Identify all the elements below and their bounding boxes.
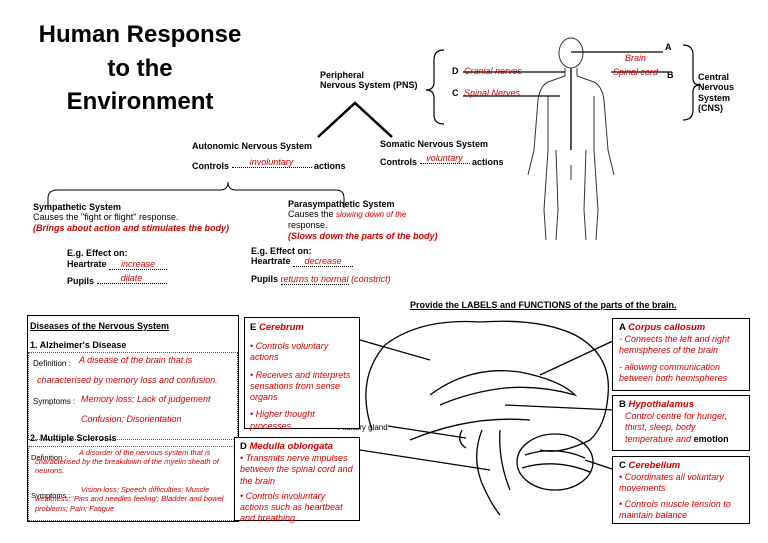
autonomic-controls-label: Controls <box>192 161 229 171</box>
parasympathetic-heartrate-label: Heartrate <box>251 256 291 266</box>
autonomic-actions-label: actions <box>314 161 346 171</box>
title-line-1: Human Response <box>38 21 242 48</box>
spinal-cord-answer: Spinal cord <box>613 67 659 77</box>
parasympathetic-desc-answer: slowing down of the <box>336 210 407 220</box>
human-body-figure <box>527 37 615 241</box>
box-d-letter: D <box>240 441 247 452</box>
cranial-nerves-answer: Cranial nerves <box>464 66 523 76</box>
box-a-point-1: - Connects the left and right hemisphere… <box>619 334 730 356</box>
box-cerebellum: C Cerebellum • Coordinates all voluntary… <box>612 456 750 524</box>
box-corpus-callosum: A Corpus callosum - Connects the left an… <box>612 318 750 391</box>
sympathetic-title: Sympathetic System <box>33 202 122 212</box>
parasympathetic-desc2: response. <box>288 220 328 231</box>
disease-1-def: A disease of the brain that is <box>79 355 193 365</box>
label-D: D <box>452 66 459 76</box>
box-e-point-1: Controls voluntary actions <box>250 341 329 363</box>
autonomic-controls: Controls involuntary actions <box>192 157 346 172</box>
box-d-point-2: Controls involuntary actions such as hea… <box>240 490 343 524</box>
box-b-name: Hypothalamus <box>628 399 694 410</box>
disease-2-title: 2. Multiple Sclerosis <box>30 433 117 443</box>
box-e-letter: E <box>250 322 257 333</box>
box-b-text-bold: emotion <box>693 433 729 444</box>
brain-answer: Brain <box>625 53 647 63</box>
pituitary-label: Pituitary gland <box>337 423 388 432</box>
box-c-letter: C <box>619 460 626 471</box>
cns-label: Central Nervous System (CNS) <box>698 72 735 114</box>
spinal-nerves-answer: Spinal Nerves <box>464 88 521 98</box>
label-B: B <box>667 70 674 80</box>
disease-1-def-2: characterised by memory loss and confusi… <box>37 375 218 385</box>
title-line-3: Environment <box>66 88 214 116</box>
sympathetic-heartrate-answer: increase <box>109 259 168 271</box>
parasympathetic-note: (Slows down the parts of the body) <box>288 230 438 241</box>
title-line-2: to the <box>107 54 173 82</box>
disease-2-sym: Vision loss; Speech difficulties; Muscle… <box>35 485 224 513</box>
box-cerebrum: E Cerebrum • Controls voluntary actions … <box>244 317 360 431</box>
disease-1-sym: Memory loss; Lack of judgement <box>81 394 211 404</box>
disease-2-sym-label: Symptoms : <box>31 491 71 500</box>
diseases-box: Diseases of the Nervous System 1. Alzhei… <box>27 315 239 522</box>
sympathetic-heartrate-label: Heartrate <box>67 259 107 269</box>
autonomic-title: Autonomic Nervous System <box>192 141 313 151</box>
parasympathetic-pupils-answer: returns to normal <box>280 274 349 286</box>
parasympathetic-heartrate-answer: decrease <box>293 256 354 268</box>
disease-1-sym-label: Symptoms : <box>33 397 76 406</box>
sympathetic-pupils-answer: dilate <box>96 273 167 285</box>
parasympathetic-pupils: Pupils returns to normal (constrict) <box>251 274 391 286</box>
parasympathetic-pupils-extra: (constrict) <box>351 274 391 284</box>
box-a-letter: A <box>619 322 626 333</box>
pns-label: Peripheral Nervous System (PNS) <box>320 70 418 91</box>
box-e-name: Cerebrum <box>258 322 304 333</box>
somatic-actions-label: actions <box>472 157 504 167</box>
page-title: Human Response to the Environment <box>20 18 260 119</box>
box-c-point-2: Controls muscle tension to maintain bala… <box>619 498 731 520</box>
box-e-point-2: Receives and interprets sensations from … <box>250 369 351 403</box>
disease-2-def-label: Definition : <box>31 453 67 462</box>
somatic-answer: voluntary <box>419 153 470 165</box>
disease-2-def: A disorder of the nervous system that is… <box>35 448 219 475</box>
parasympathetic-desc1: Causes the <box>288 209 334 220</box>
autonomic-answer: involuntary <box>231 157 312 169</box>
box-d-point-1: Transmits nerve impulses between the spi… <box>240 453 353 486</box>
box-medulla: D Medulla oblongata • Transmits nerve im… <box>234 437 360 524</box>
disease-1-def-label: Definition : <box>33 359 71 368</box>
sympathetic-eg: E.g. Effect on: <box>67 248 128 258</box>
parasympathetic-title: Parasympathetic System <box>288 199 395 209</box>
disease-1-panel: Definition : A disease of the brain that… <box>28 352 238 440</box>
brain-drawing <box>365 320 610 516</box>
somatic-controls: Controls voluntary actions <box>380 153 504 168</box>
disease-1-title: 1. Alzheimer's Disease <box>30 340 127 350</box>
disease-1-sym-2: Confusion; Disorientation <box>81 414 182 424</box>
sympathetic-pupils-label: Pupils <box>67 276 95 286</box>
box-hypothalamus: B Hypothalamus Control centre for hunger… <box>612 395 750 451</box>
diseases-heading: Diseases of the Nervous System <box>30 321 170 331</box>
disease-2-panel: Definition : A disorder of the nervous s… <box>28 446 238 521</box>
box-b-letter: B <box>619 399 626 410</box>
parasympathetic-heartrate: Heartrate decrease <box>251 256 354 268</box>
label-C: C <box>452 88 459 98</box>
sympathetic-section: Sympathetic System Causes the "fight or … <box>33 202 233 234</box>
box-d-name: Medulla oblongata <box>249 441 333 452</box>
sympathetic-note: (Brings about action and stimulates the … <box>33 223 230 234</box>
label-A: A <box>665 42 672 52</box>
sympathetic-heartrate: Heartrate increase <box>67 259 168 271</box>
somatic-controls-label: Controls <box>380 157 417 167</box>
sympathetic-desc: Causes the "fight or flight" response. <box>33 212 179 223</box>
box-a-point-2: - allowing communication between both he… <box>619 361 728 383</box>
box-c-point-1: Coordinates all voluntary movements <box>619 472 724 494</box>
parasympathetic-pupils-label: Pupils <box>251 274 279 284</box>
parasympathetic-eg: E.g. Effect on: <box>251 246 312 256</box>
box-a-name: Corpus callosum <box>628 322 706 333</box>
somatic-title: Somatic Nervous System <box>380 139 489 149</box>
box-c-name: Cerebellum <box>628 460 681 471</box>
brain-heading: Provide the LABELS and FUNCTIONS of the … <box>410 300 677 310</box>
parasympathetic-section: Parasympathetic System Causes the slowin… <box>288 199 438 242</box>
sympathetic-pupils: Pupils dilate <box>67 273 167 287</box>
box-b-text: Control centre for hunger, thirst, sleep… <box>625 411 728 444</box>
box-e-point-3: Higher thought processes <box>250 409 315 431</box>
